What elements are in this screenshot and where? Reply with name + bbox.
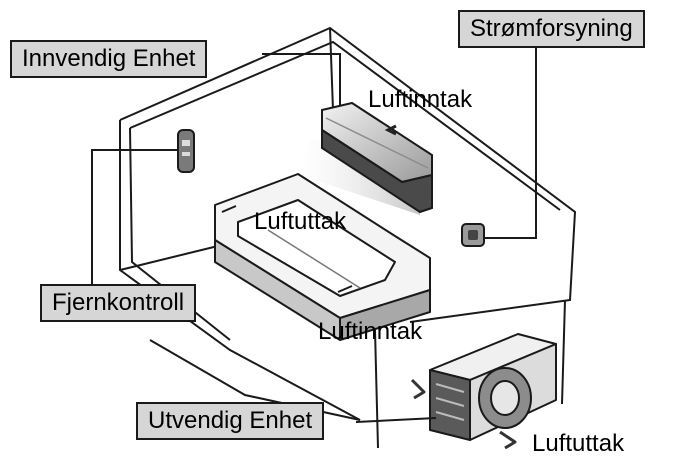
leader-outdoor-unit [355, 417, 437, 423]
leader-lines [91, 44, 537, 423]
leader-indoor-unit [262, 53, 341, 106]
indoor-unit-shape [321, 101, 433, 214]
indoor-air-outlet-label: Luftuttak [254, 208, 347, 235]
outdoor-unit-label: Utvendig Enhet [136, 402, 325, 440]
power-supply-label: Strømforsyning [458, 10, 645, 48]
outdoor-air-outlet-label: Luftuttak [532, 430, 625, 457]
room-walls [119, 26, 577, 421]
sofa-shape [214, 173, 431, 341]
indoor-unit-label: Innvendig Enhet [10, 40, 208, 78]
power-socket-shape [461, 223, 485, 247]
remote-control-shape [177, 129, 195, 173]
remote-control-label: Fjernkontroll [40, 284, 197, 322]
leader-power-supply [484, 44, 537, 239]
leader-remote-control [91, 149, 178, 285]
outdoor-unit-shape [410, 333, 557, 450]
indoor-air-inlet-label: Luftinntak [368, 86, 473, 113]
outdoor-air-inlet-label: Luftinntak [318, 318, 423, 345]
